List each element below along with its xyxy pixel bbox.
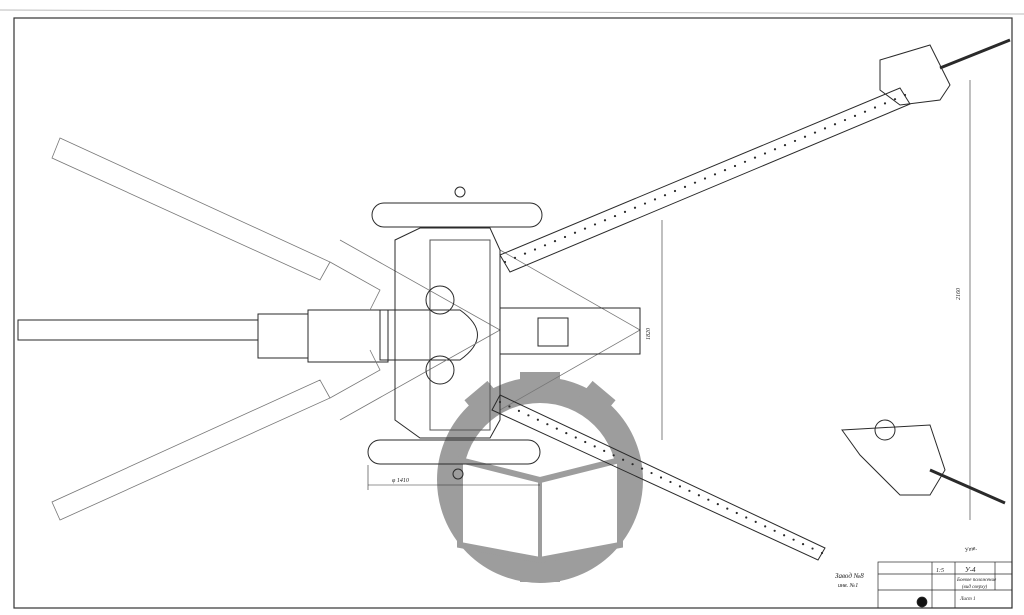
rivet bbox=[707, 498, 710, 501]
rivet bbox=[753, 156, 757, 159]
rivet bbox=[716, 503, 719, 506]
rivet bbox=[583, 227, 587, 230]
rivet bbox=[823, 127, 827, 130]
gun-top-view bbox=[17, 38, 1011, 561]
rivet bbox=[733, 164, 737, 168]
rivet bbox=[873, 106, 877, 109]
rivet bbox=[527, 414, 530, 417]
rivet bbox=[793, 139, 797, 143]
rivet bbox=[623, 210, 627, 213]
rivet bbox=[764, 525, 767, 528]
rivet bbox=[631, 463, 634, 466]
rivet bbox=[503, 260, 507, 264]
rivet bbox=[783, 144, 787, 147]
rivet bbox=[613, 214, 617, 218]
rivet bbox=[508, 405, 511, 408]
rivet bbox=[643, 202, 647, 205]
rivet bbox=[903, 93, 907, 97]
watermark-logo bbox=[437, 372, 643, 583]
rivet bbox=[536, 418, 539, 421]
rivet bbox=[754, 520, 757, 524]
rivet bbox=[603, 219, 607, 222]
rivet bbox=[555, 427, 558, 430]
title-line-2: (вид сверху) bbox=[962, 585, 988, 590]
rivet bbox=[735, 511, 738, 515]
rivet bbox=[688, 489, 691, 492]
dimension-center: 1820 bbox=[646, 328, 652, 340]
rivet bbox=[763, 152, 767, 155]
rivet bbox=[663, 194, 667, 197]
rivet bbox=[653, 198, 657, 201]
rivet bbox=[603, 449, 606, 452]
drawing-frame bbox=[13, 17, 1013, 609]
rivet bbox=[726, 507, 729, 510]
sheet-edge bbox=[0, 9, 1024, 15]
rivet bbox=[863, 110, 867, 113]
rivet bbox=[801, 543, 805, 546]
rivet bbox=[813, 131, 817, 134]
rivet bbox=[565, 431, 568, 435]
title-line-1: Боевое положение bbox=[956, 578, 997, 583]
dimension-wheel-track: φ 1410 bbox=[392, 477, 409, 484]
rivet bbox=[593, 445, 596, 448]
rivet bbox=[792, 538, 795, 541]
rivet bbox=[683, 185, 687, 188]
rivet bbox=[673, 189, 677, 193]
rivet bbox=[703, 177, 707, 180]
wheel-top bbox=[371, 202, 543, 228]
rivet bbox=[640, 467, 644, 470]
wheel-bottom bbox=[367, 439, 541, 465]
title-sheet: Лист 1 bbox=[959, 597, 975, 602]
rivet bbox=[783, 534, 786, 537]
trail-lower bbox=[491, 394, 826, 561]
rivet bbox=[543, 244, 547, 247]
rivet bbox=[773, 148, 777, 151]
title-block bbox=[877, 561, 1013, 609]
rivet bbox=[546, 423, 549, 426]
rivet bbox=[533, 248, 537, 251]
rivet bbox=[811, 547, 814, 550]
rivet bbox=[553, 240, 557, 243]
trail-rivets bbox=[498, 93, 907, 555]
approval-stamp: Утв. bbox=[964, 545, 977, 553]
rivet bbox=[650, 471, 653, 475]
rivet bbox=[633, 206, 637, 209]
rivet bbox=[697, 494, 700, 497]
barrel bbox=[17, 319, 259, 341]
rivet bbox=[820, 551, 824, 555]
rivet bbox=[773, 529, 776, 532]
rivet bbox=[693, 181, 697, 184]
dimension-right: 2160 bbox=[956, 288, 962, 300]
rivet bbox=[573, 231, 577, 234]
rivet bbox=[843, 118, 847, 122]
rivet bbox=[593, 223, 597, 226]
rivet bbox=[678, 485, 682, 488]
trail-upper bbox=[499, 87, 911, 273]
rivet bbox=[853, 114, 857, 117]
rivet bbox=[517, 409, 521, 412]
rivet bbox=[893, 98, 897, 101]
note-line-2: инв. №1 bbox=[838, 583, 858, 589]
rivet bbox=[523, 252, 527, 255]
rivet bbox=[612, 454, 615, 457]
title-designation: У-4 bbox=[965, 566, 976, 574]
rivet bbox=[622, 458, 625, 461]
rivet bbox=[713, 173, 717, 176]
rivet bbox=[513, 256, 517, 259]
rivet bbox=[723, 169, 727, 172]
rivet bbox=[498, 400, 502, 404]
rivet bbox=[584, 440, 587, 444]
rivet bbox=[803, 135, 807, 138]
rivet bbox=[669, 480, 672, 484]
rivet bbox=[833, 123, 837, 126]
rivet bbox=[563, 235, 567, 239]
rivet bbox=[659, 476, 663, 479]
rivet bbox=[743, 160, 747, 163]
title-scale: 1:5 bbox=[936, 568, 944, 574]
rivet bbox=[745, 516, 748, 519]
note-line-1: Завод №8 bbox=[835, 572, 864, 580]
rivet bbox=[883, 102, 887, 105]
rivet bbox=[574, 436, 577, 439]
